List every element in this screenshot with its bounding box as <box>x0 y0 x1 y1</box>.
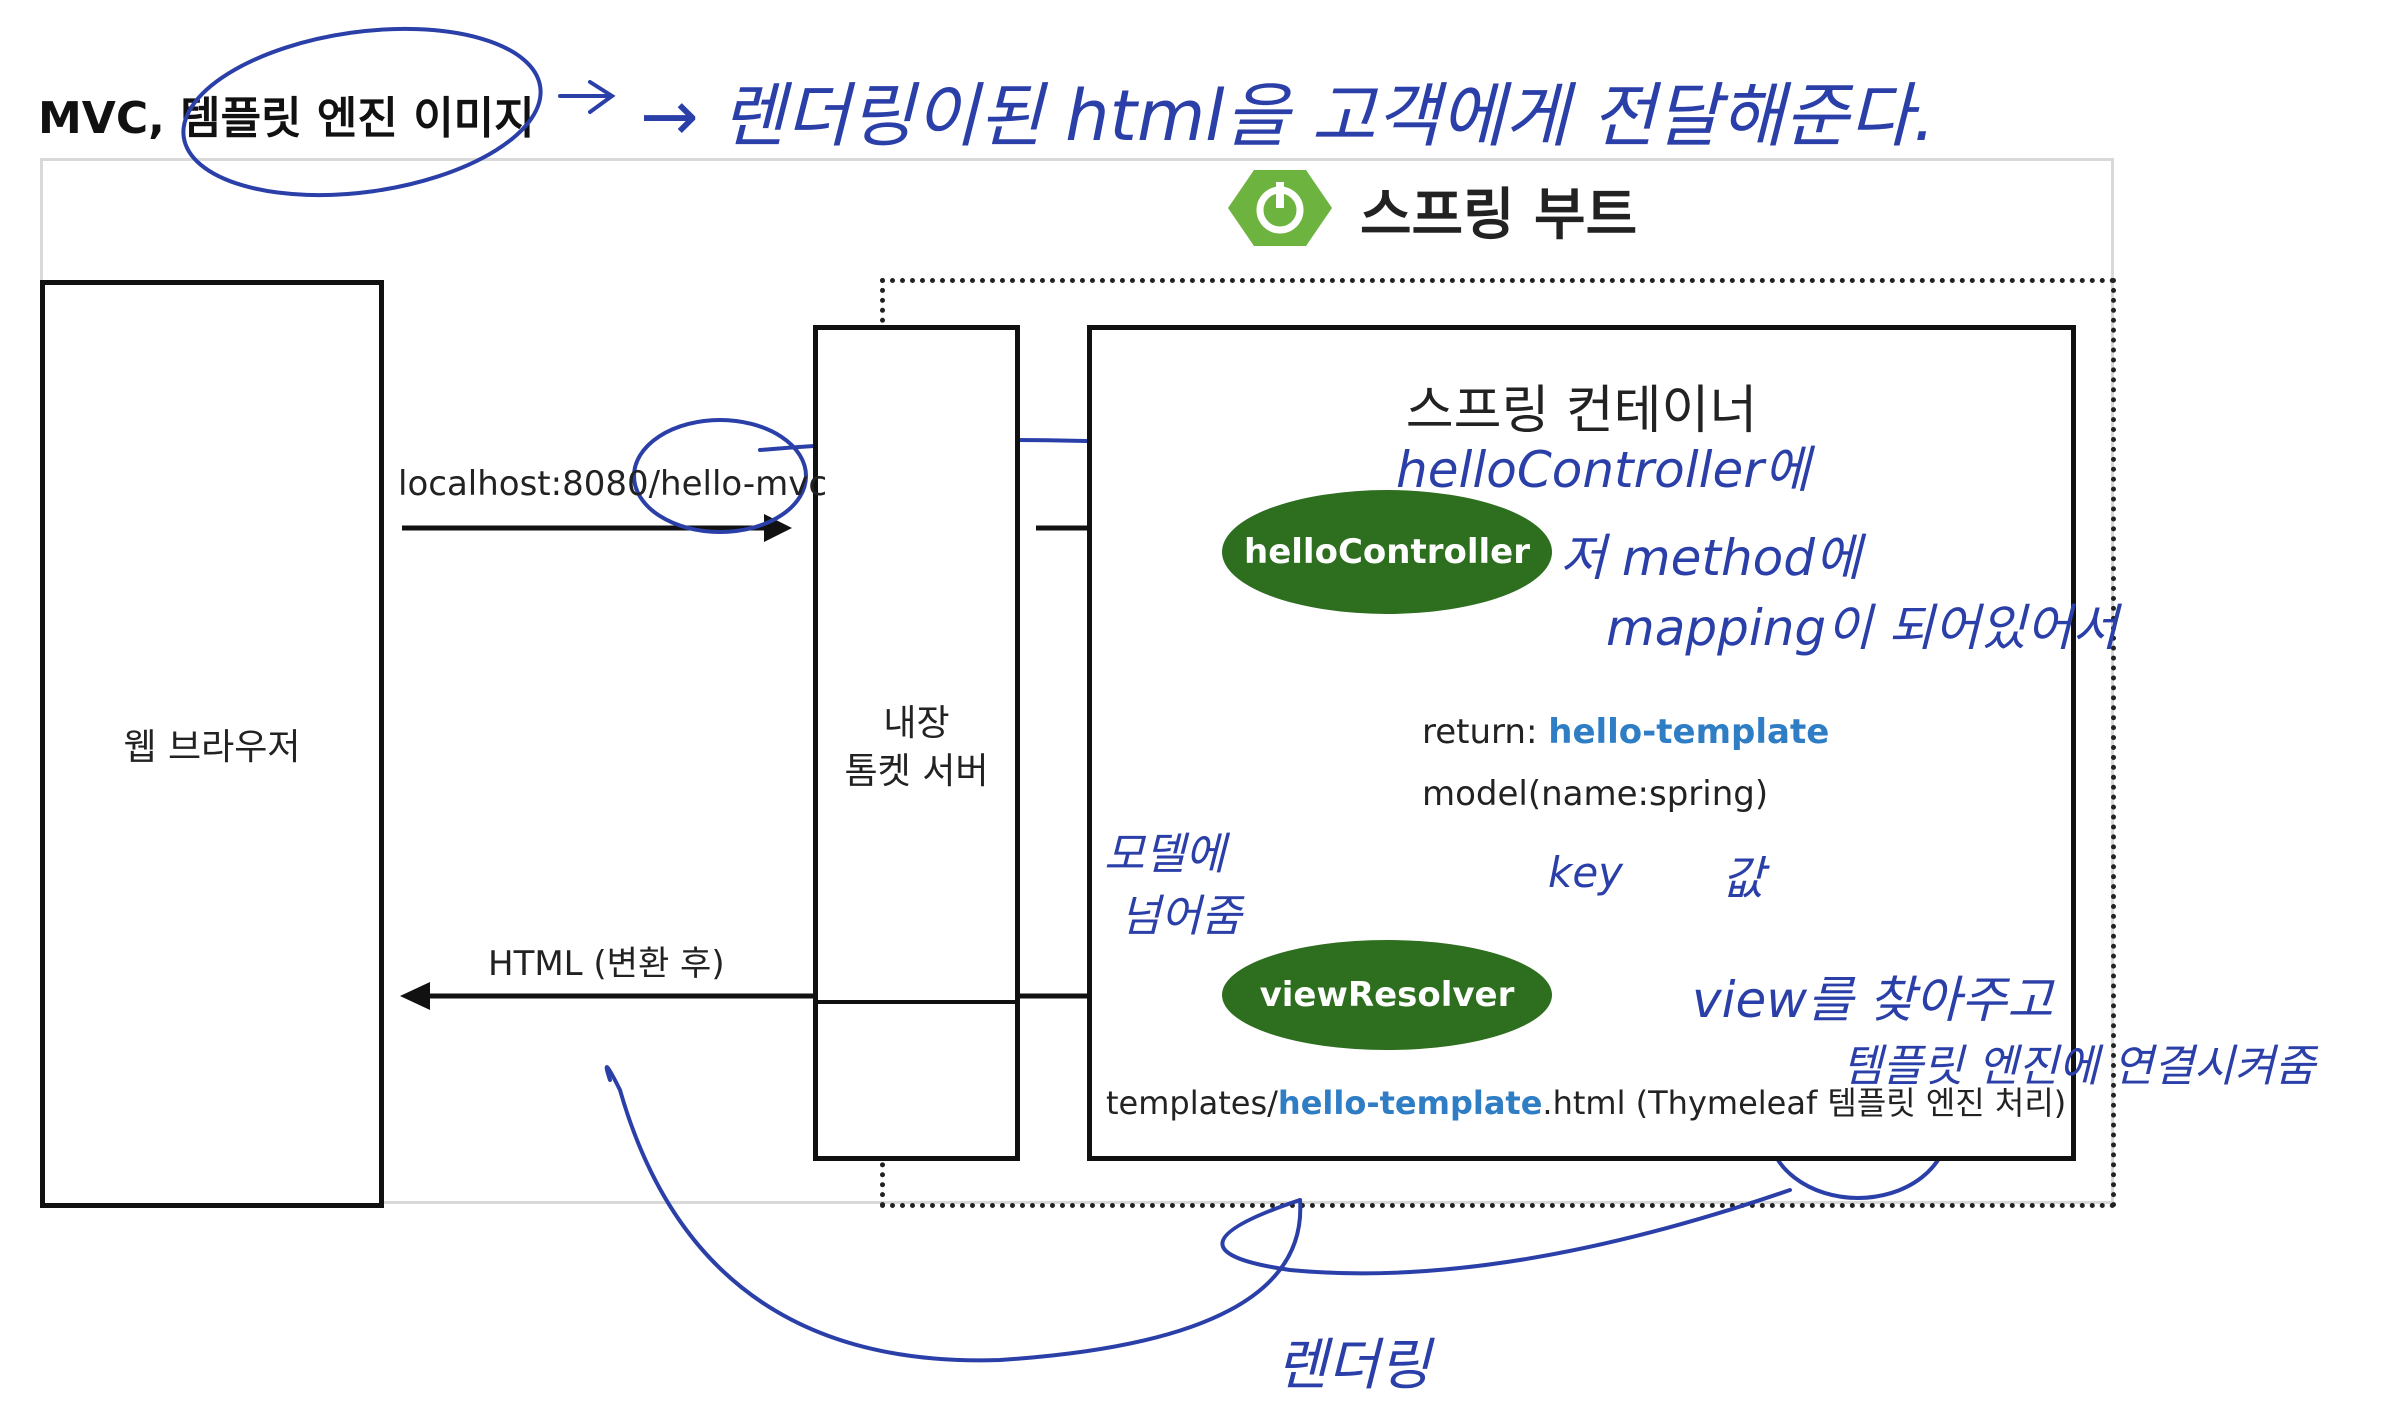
web-browser-box: 웹 브라우저 <box>40 280 384 1208</box>
page-title: MVC, 템플릿 엔진 이미지 <box>38 93 535 144</box>
model-note-line2: 넘어줌 <box>1120 891 1242 942</box>
model-note-line1: 모델에 <box>1104 829 1226 880</box>
value-note: 값 <box>1722 851 1765 905</box>
controller-note-line3: mapping이 되어있어서 <box>1606 599 2119 657</box>
embedded-tomcat-box: 내장 톰켓 서버 <box>813 325 1020 1161</box>
controller-note-line1: helloController에 <box>1396 441 1810 499</box>
view-note-line2: 템플릿 엔진에 연결시켜줌 <box>1842 1041 2316 1092</box>
key-note: key <box>1548 848 1624 897</box>
tomcat-label-line1: 내장 <box>883 703 950 744</box>
top-handwritten-note: → 렌더링이된 html을 고객에게 전달해준다. <box>640 75 1936 157</box>
top-note-arrow <box>558 80 616 114</box>
return-value: hello-template <box>1548 712 1830 752</box>
model-statement: model(name:spring) <box>1422 774 1769 814</box>
view-note-line1: view를 찾아주고 <box>1692 971 2054 1029</box>
template-name: hello-template <box>1277 1084 1543 1122</box>
return-prefix: return: <box>1422 712 1549 752</box>
response-label: HTML (변환 후) <box>488 944 725 984</box>
template-suffix: .html (Thymeleaf 템플릿 엔진 처리) <box>1542 1084 2067 1122</box>
template-path-statement: templates/hello-template.html (Thymeleaf… <box>1106 1078 2066 1124</box>
spring-boot-label: 스프링 부트 <box>1360 183 1638 248</box>
return-statement: return: hello-template <box>1422 712 1829 752</box>
web-browser-label: 웹 브라우저 <box>123 727 301 768</box>
tomcat-label-line2: 톰켓 서버 <box>844 751 989 792</box>
tomcat-divider <box>818 1000 1015 1004</box>
render-note: 렌더링 <box>1276 1333 1431 1398</box>
view-resolver-node: viewResolver <box>1222 940 1552 1050</box>
controller-note-line2: 저 method에 <box>1560 529 1861 587</box>
template-prefix: templates/ <box>1106 1084 1278 1122</box>
request-url-label: localhost:8080/hello-mvc <box>398 464 828 504</box>
spring-container-label: 스프링 컨테이너 <box>1405 381 1758 441</box>
hello-controller-node: helloController <box>1222 490 1552 614</box>
